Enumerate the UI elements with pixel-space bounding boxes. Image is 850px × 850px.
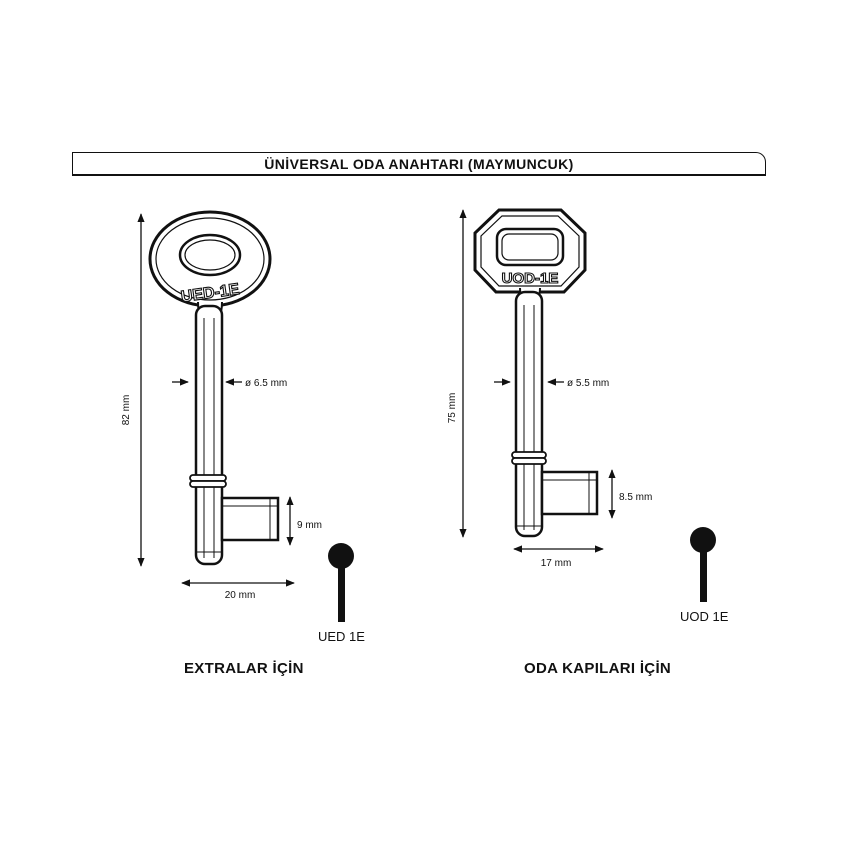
right-keyhole-icon — [690, 527, 716, 602]
right-length-label: 75 mm — [447, 393, 458, 424]
right-key-bit — [540, 470, 599, 516]
left-diameter-label: ø 6.5 mm — [245, 378, 287, 389]
left-key-caption: EXTRALAR İÇİN — [184, 660, 304, 677]
header-frame: ÜNİVERSAL ODA ANAHTARI (MAYMUNCUK) — [72, 152, 766, 176]
left-key-bit — [220, 496, 280, 542]
right-keyhole-label: UOD 1E — [680, 609, 729, 624]
right-key — [473, 208, 599, 538]
left-length-label: 82 mm — [121, 395, 132, 426]
right-key-shank — [514, 290, 544, 538]
right-diameter-label: ø 5.5 mm — [567, 378, 609, 389]
right-bit-height-label: 8.5 mm — [619, 492, 652, 503]
left-bit-height-label: 9 mm — [297, 520, 322, 531]
left-keyhole-label: UED 1E — [318, 629, 365, 644]
left-key-dimensions — [137, 213, 295, 587]
right-key-dimensions — [459, 209, 616, 553]
right-key-caption: ODA KAPILARI İÇİN — [524, 660, 672, 677]
right-width-label: 17 mm — [541, 558, 572, 569]
page-title: ÜNİVERSAL ODA ANAHTARI (MAYMUNCUK) — [264, 156, 574, 172]
left-key-shank — [194, 304, 224, 566]
right-key-engraving: UOD-1E — [502, 270, 559, 287]
left-keyhole-icon — [328, 543, 354, 622]
left-width-label: 20 mm — [225, 590, 256, 601]
left-key — [148, 210, 280, 566]
